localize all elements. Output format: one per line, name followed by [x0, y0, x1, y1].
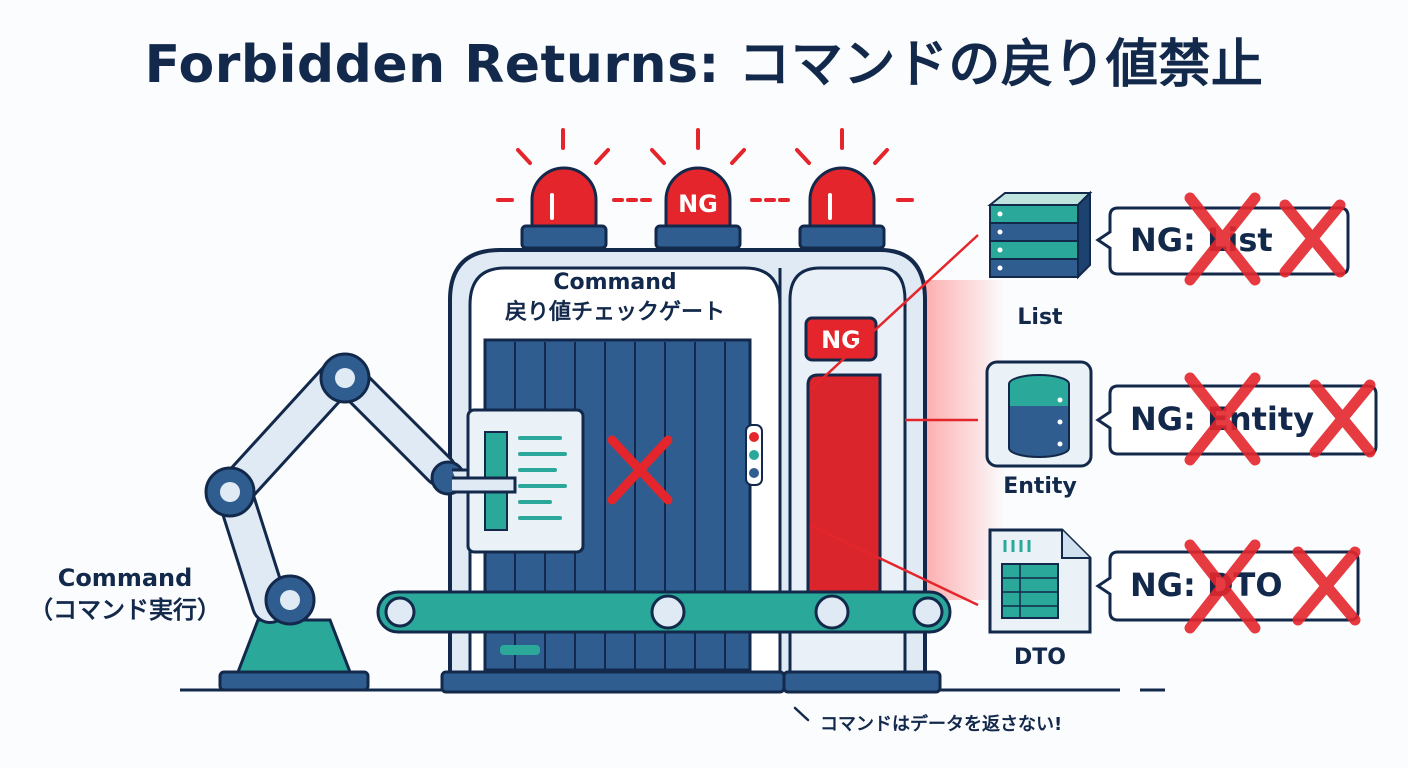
command-label-line2: （コマンド実行）	[29, 596, 221, 624]
entity-label: Entity	[1003, 474, 1077, 499]
command-label-line1: Command	[57, 564, 193, 592]
page-title: Forbidden Returns: コマンドの戻り値禁止	[144, 35, 1264, 95]
server-stack-icon	[987, 190, 1093, 280]
beacon-right	[798, 166, 886, 250]
laser-lines	[809, 234, 979, 607]
command-label: Command （コマンド実行）	[20, 562, 230, 626]
document-table-icon	[988, 528, 1092, 634]
bubble-entity-text: NG: Entity	[1130, 400, 1315, 438]
gate-reject-x-icon	[607, 435, 673, 505]
database-icon	[985, 360, 1093, 468]
beacon-rays	[496, 128, 914, 202]
conveyor-belt	[376, 590, 952, 634]
beacon-center: NG	[654, 166, 742, 250]
dto-label: DTO	[1014, 645, 1066, 670]
footnote: コマンドはデータを返さない!	[820, 714, 1063, 735]
command-document-icon	[452, 408, 585, 554]
gate-label-line1: Command	[553, 270, 677, 295]
beacon-left	[520, 166, 608, 250]
gate-label-line2: 戻り値チェックゲート	[504, 300, 725, 325]
gate-label: Command 戻り値チェックゲート	[470, 268, 760, 328]
robot-arm	[204, 352, 522, 692]
bubble-dto-text: NG: DTO	[1130, 566, 1283, 604]
list-label: List	[1017, 305, 1063, 330]
bubble-list-text: NG: List	[1130, 221, 1273, 259]
beacon-ng-label: NG	[678, 190, 718, 218]
